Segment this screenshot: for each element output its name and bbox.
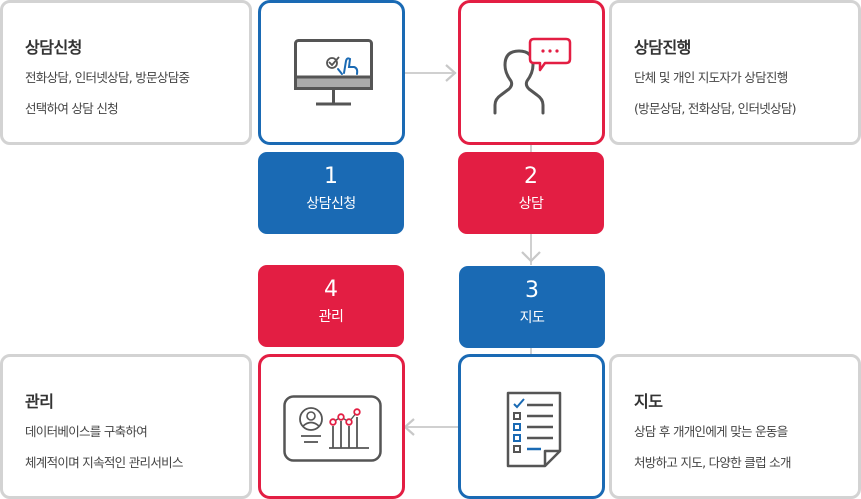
step-1-number: 1 (324, 164, 338, 189)
card-guide-title: 지도 (634, 392, 663, 411)
step-3-number: 3 (525, 278, 539, 303)
step-1-label: 상담신청 (306, 196, 356, 212)
card-consult-line-2: (방문상담, 전화상담, 인터넷상담) (634, 101, 797, 116)
step-4-badge: 4 관리 (258, 265, 404, 347)
checklist-document-icon (506, 391, 562, 468)
card-consult-title: 상담진행 (634, 38, 691, 57)
profile-chart-icon (283, 395, 382, 462)
step-3-badge: 3 지도 (459, 266, 605, 348)
step4-icon-box (258, 354, 405, 499)
card-consult: 상담진행 단체 및 개인 지도자가 상담진행 (방문상담, 전화상담, 인터넷상… (609, 0, 861, 145)
step-4-label: 관리 (318, 309, 344, 325)
card-apply: 상담신청 전화상담, 인터넷상담, 방문상담중 선택하여 상담 신청 (0, 0, 252, 145)
step-3-label: 지도 (519, 310, 545, 326)
card-manage-line-2: 체계적이며 지속적인 관리서비스 (25, 455, 183, 470)
card-guide-line-2: 처방하고 지도, 다양한 클럽 소개 (634, 455, 791, 470)
arrow-left-icon (403, 418, 415, 436)
card-apply-line-1: 전화상담, 인터넷상담, 방문상담중 (25, 70, 190, 85)
card-apply-title: 상담신청 (25, 38, 82, 57)
connector-1-2 (404, 72, 456, 74)
step-1-badge: 1 상담신청 (258, 152, 404, 234)
arrow-down-icon (521, 251, 541, 263)
step-2-number: 2 (524, 164, 538, 189)
connector-2-3 (530, 232, 532, 265)
card-manage-line-1: 데이터베이스를 구축하여 (25, 424, 148, 439)
step-2-label: 상담 (518, 196, 544, 212)
card-manage-title: 관리 (25, 392, 54, 411)
connector-3-4 (405, 426, 460, 428)
connector-2-top (530, 144, 532, 154)
card-guide-line-1: 상담 후 개개인에게 맞는 운동을 (634, 424, 788, 439)
step-2-badge: 2 상담 (458, 152, 604, 234)
step1-icon-box (258, 0, 405, 145)
step3-icon-box (458, 354, 605, 499)
person-chat-icon (493, 37, 572, 115)
arrow-right-icon (445, 64, 457, 82)
step-4-number: 4 (324, 277, 338, 302)
step2-icon-box (458, 0, 605, 145)
card-guide: 지도 상담 후 개개인에게 맞는 운동을 처방하고 지도, 다양한 클럽 소개 (609, 354, 861, 499)
card-consult-line-1: 단체 및 개인 지도자가 상담진행 (634, 70, 788, 85)
card-manage: 관리 데이터베이스를 구축하여 체계적이며 지속적인 관리서비스 (0, 354, 252, 499)
card-apply-line-2: 선택하여 상담 신청 (25, 101, 119, 116)
connector-3-bottom (530, 345, 532, 355)
computer-touch-icon (294, 39, 373, 106)
